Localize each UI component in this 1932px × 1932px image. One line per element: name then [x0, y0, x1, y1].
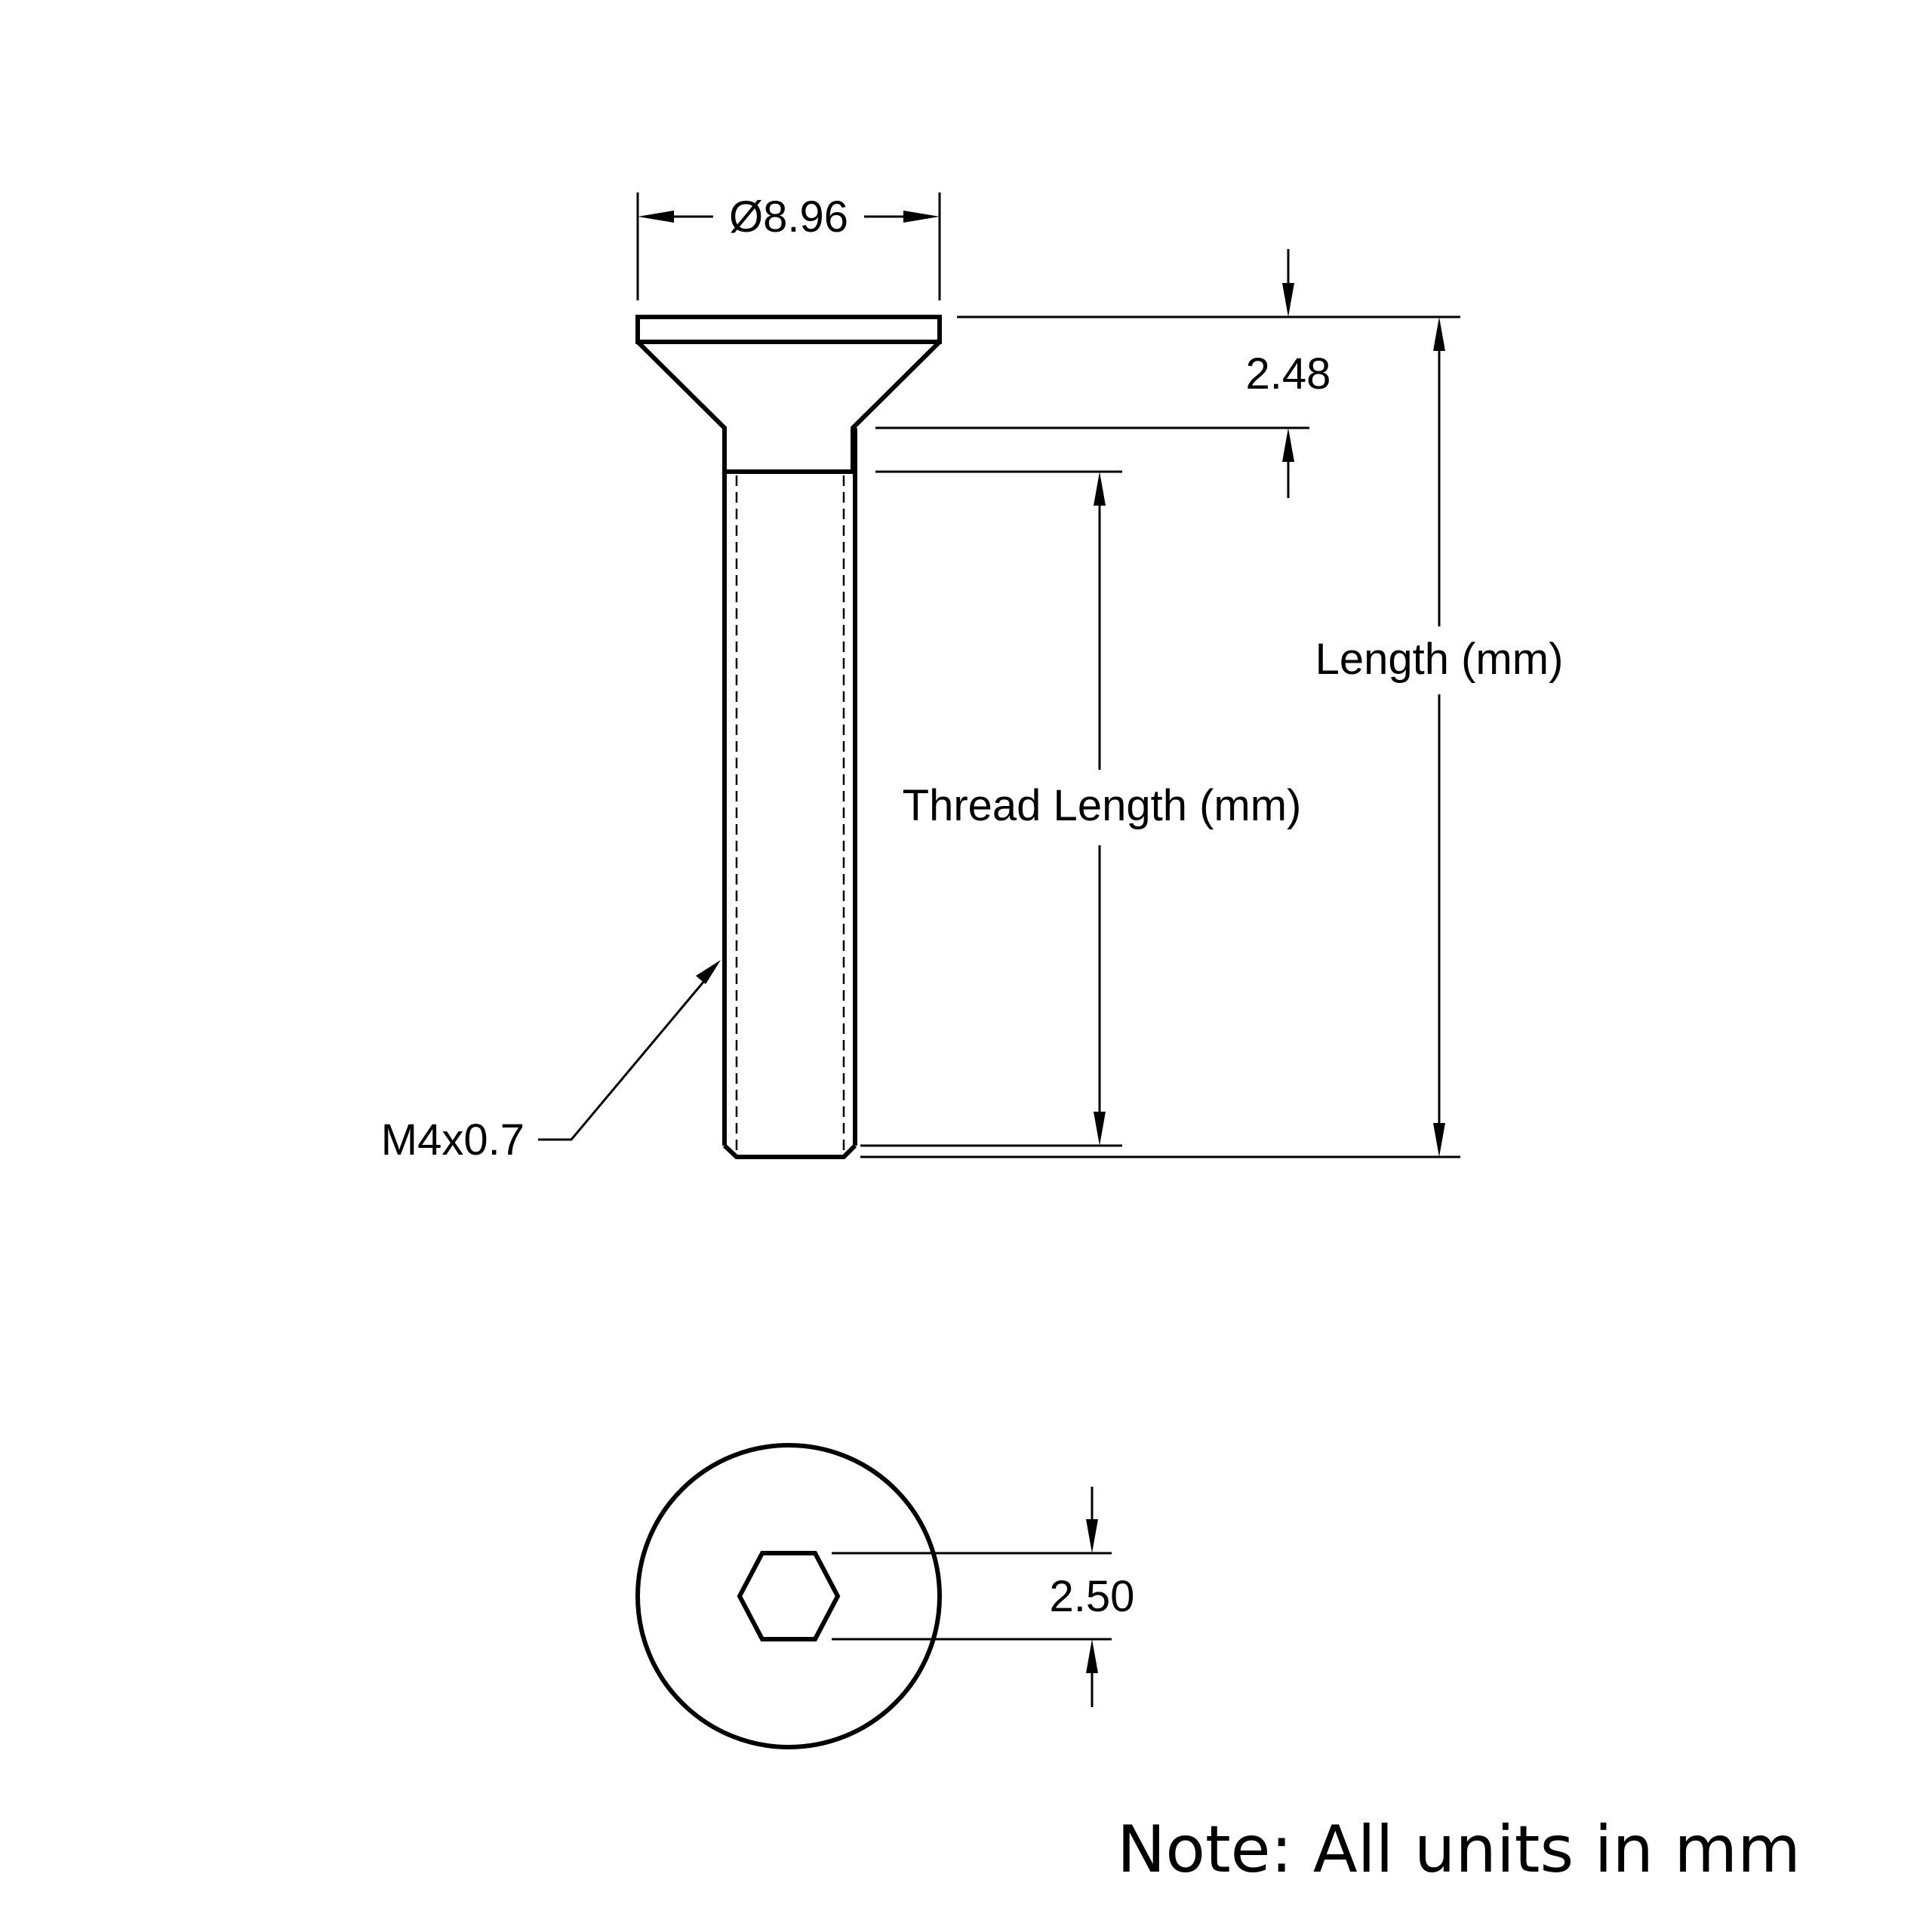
thread-spec-label: M4x0.7: [381, 1115, 525, 1164]
hex-size-dimension: 2.50: [832, 1487, 1134, 1707]
hex-size-label: 2.50: [1050, 1572, 1135, 1621]
units-note: Note: All units in mm: [1117, 1812, 1801, 1887]
screw-top-view: [635, 1443, 942, 1749]
screw-head-cone: [635, 340, 727, 472]
hex-socket: [737, 1551, 841, 1641]
head-diameter-label: Ø8.96: [729, 192, 848, 242]
head-outline-circle: [635, 1443, 942, 1749]
screw-head-cone-right: [851, 340, 942, 472]
total-length-label: Length (mm): [1315, 635, 1564, 684]
total-length-dimension: Length (mm): [860, 317, 1564, 1158]
screw-head-top: [635, 315, 942, 344]
thread-length-dimension: Thread Length (mm): [860, 470, 1302, 1147]
head-height-dimension: 2.48: [875, 249, 1460, 498]
head-height-label: 2.48: [1246, 349, 1331, 398]
screw-tip: [722, 1143, 857, 1159]
screw-side-view: [635, 315, 942, 1159]
thread-spec-callout: M4x0.7: [381, 960, 721, 1164]
head-diameter-dimension: Ø8.96: [636, 192, 941, 300]
thread-length-label: Thread Length (mm): [903, 781, 1302, 830]
